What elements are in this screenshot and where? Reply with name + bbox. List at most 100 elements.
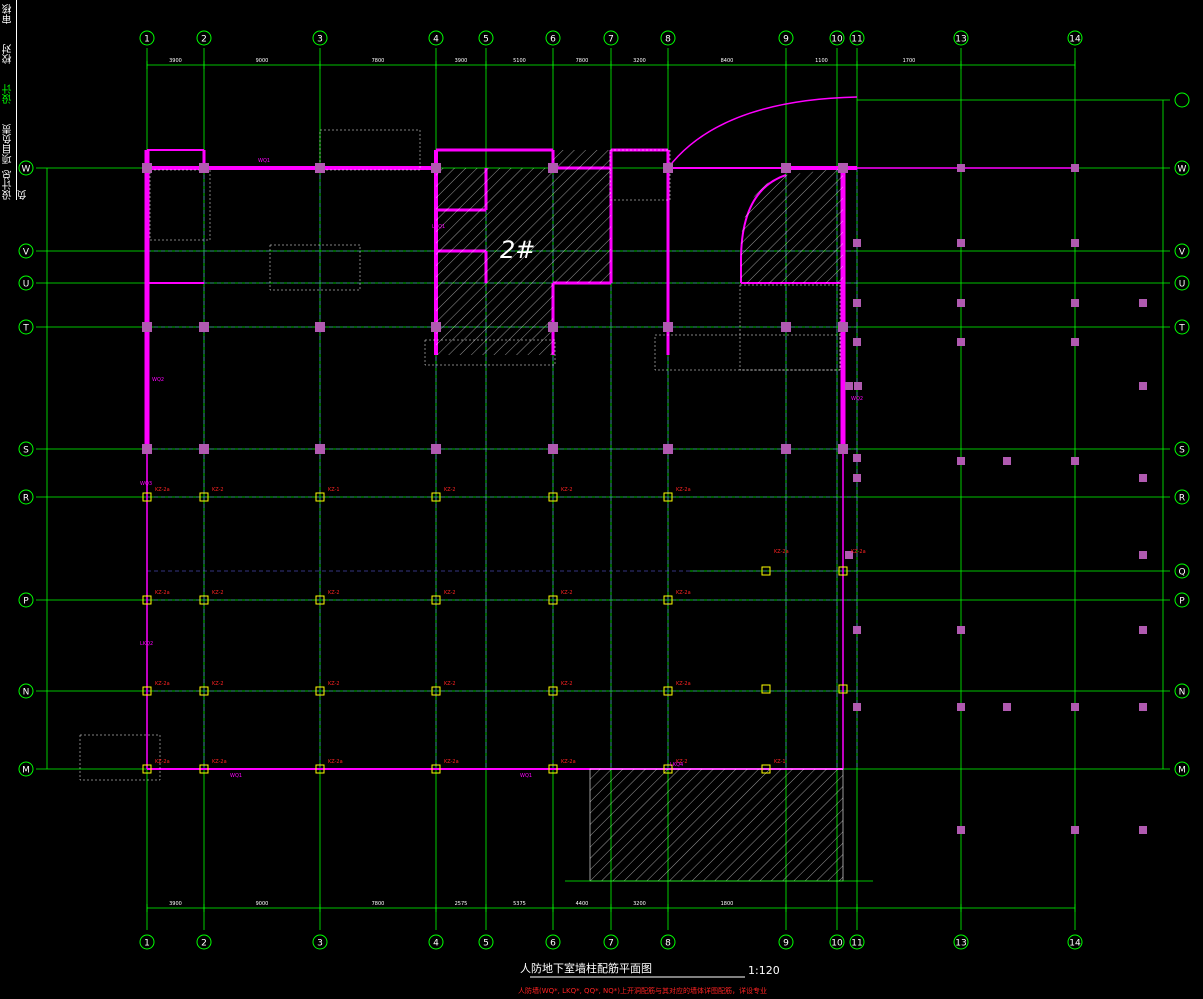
detail-cluster xyxy=(269,244,361,291)
detail-cluster xyxy=(609,149,671,201)
column-tag: KZ-2a xyxy=(444,759,459,765)
dimension-text: 4400 xyxy=(576,901,589,907)
kz-column xyxy=(838,566,848,576)
column xyxy=(1139,382,1147,390)
axis-bubble xyxy=(428,934,444,950)
column xyxy=(142,322,152,332)
detail-cluster xyxy=(654,334,841,371)
axis-bubble xyxy=(1067,30,1083,46)
column xyxy=(1071,299,1079,307)
axis-label: W xyxy=(22,165,31,175)
drawing-scale: 1:120 xyxy=(748,964,780,977)
axis-label: P xyxy=(1179,597,1185,607)
kz-column xyxy=(761,566,771,576)
column xyxy=(1139,474,1147,482)
axis-bubble xyxy=(1174,761,1190,777)
column-tag: KZ-1 xyxy=(328,487,340,493)
kz-column xyxy=(315,492,325,502)
kz-column xyxy=(548,686,558,696)
column-tag: KZ-2 xyxy=(212,487,224,493)
axis-bubble xyxy=(660,30,676,46)
column-tag: KZ-2 xyxy=(561,681,573,687)
axis-label: 8 xyxy=(665,939,671,949)
axis-bubble xyxy=(829,934,845,950)
axis-label: 4 xyxy=(433,35,439,45)
axis-label: Q xyxy=(1178,568,1185,578)
kz-column xyxy=(315,764,325,774)
dimension-text: 5375 xyxy=(513,901,526,907)
dimension-text: 3900 xyxy=(455,58,468,64)
axis-bubble xyxy=(849,30,865,46)
dimension-text: 5100 xyxy=(513,58,526,64)
axis-label: 4 xyxy=(433,939,439,949)
wall-tag: WQ1 xyxy=(230,773,242,779)
axis-label: P xyxy=(23,597,29,607)
column-tag: KZ-2a xyxy=(212,759,227,765)
column-tag: KZ-2 xyxy=(561,590,573,596)
column xyxy=(957,239,965,247)
axis-label: 13 xyxy=(955,35,966,45)
dimension-text: 2575 xyxy=(455,901,468,907)
wall-tag: WQ2 xyxy=(152,377,164,383)
axis-bubble xyxy=(1067,934,1083,950)
dimension-text: 9000 xyxy=(256,901,269,907)
dimension-text: 7800 xyxy=(576,58,589,64)
wall-tag: LKQ2 xyxy=(140,641,153,647)
wall-tag: WQ2 xyxy=(851,396,863,402)
column xyxy=(1139,551,1147,559)
kz-column xyxy=(663,764,673,774)
dimension-text: 1800 xyxy=(721,901,734,907)
column xyxy=(663,163,673,173)
column-tag: KZ-2a xyxy=(676,487,691,493)
column xyxy=(1003,457,1011,465)
column xyxy=(142,444,152,454)
axis-bubble xyxy=(829,30,845,46)
column xyxy=(838,322,848,332)
kz-column xyxy=(142,764,152,774)
detail-cluster xyxy=(739,284,841,371)
column xyxy=(957,826,965,834)
column xyxy=(1003,703,1011,711)
axis-bubble xyxy=(18,160,34,176)
axis-bubble xyxy=(1174,683,1190,699)
column-tag: KZ-2a xyxy=(155,590,170,596)
axis-bubble xyxy=(778,934,794,950)
axis-bubble xyxy=(196,30,212,46)
axis-label: S xyxy=(23,446,29,456)
column-tag: KZ-2a xyxy=(774,549,789,555)
column xyxy=(1071,457,1079,465)
kz-column xyxy=(431,492,441,502)
column xyxy=(781,163,791,173)
core-label: 2# xyxy=(500,236,535,264)
axis-bubble xyxy=(312,30,328,46)
column xyxy=(838,163,848,173)
axis-label: 3 xyxy=(317,35,323,45)
axis-bubble xyxy=(18,489,34,505)
hatched-core-area xyxy=(741,168,843,283)
axis-bubble xyxy=(428,30,444,46)
kz-column xyxy=(199,492,209,502)
axis-label: V xyxy=(1179,248,1186,258)
column xyxy=(1071,239,1079,247)
wall-tag: LKQ4 xyxy=(670,762,683,768)
drawing-note: 人防墙(WQ*, LKQ*, QQ*, NQ*)上开洞配筋与其对应的墙体详图配筋… xyxy=(518,986,767,995)
columns-layer xyxy=(142,163,1147,834)
axis-label: V xyxy=(23,248,30,258)
axis-bubble xyxy=(18,761,34,777)
column-tag: KZ-2a xyxy=(676,590,691,596)
kz-column xyxy=(548,595,558,605)
column xyxy=(1071,164,1079,172)
column xyxy=(548,322,558,332)
kz-column xyxy=(431,686,441,696)
axis-label: R xyxy=(1179,494,1185,504)
kz-column xyxy=(199,764,209,774)
column xyxy=(1139,299,1147,307)
dimension-text: 3200 xyxy=(633,901,646,907)
axis-bubble xyxy=(1174,319,1190,335)
axis-label: N xyxy=(23,688,30,698)
column xyxy=(957,457,965,465)
column-tag: KZ-2a xyxy=(561,759,576,765)
axis-label: 9 xyxy=(783,939,789,949)
